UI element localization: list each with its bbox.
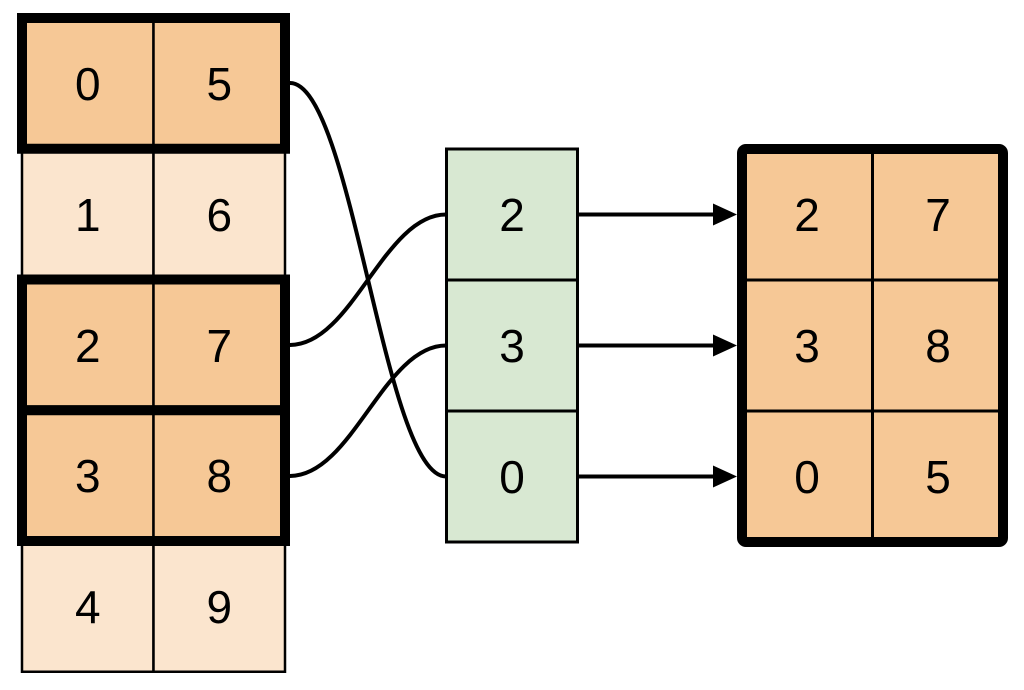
source-cell-value: 1 [75,189,101,241]
mapping-curve-row3 [288,343,448,478]
index-cell-value: 2 [499,189,525,241]
arrow-head-icon [713,465,737,488]
source-cell-value: 6 [206,189,232,241]
result-cell-value: 3 [794,320,820,372]
mapping-curves [288,81,448,479]
arrow-head-icon [713,334,737,357]
result-cell-value: 5 [925,451,951,503]
source-cell [152,539,287,673]
source-cell-value: 5 [206,58,232,110]
source-cell-value: 3 [75,450,101,502]
result-table: 2 7 3 8 0 5 [737,144,1008,547]
arrow-head-icon [713,203,737,226]
arrow-1 [578,334,737,357]
result-cell-value: 7 [925,189,951,241]
source-row-highlight-border [17,13,290,154]
index-cell [445,278,579,413]
source-cell-value: 4 [75,581,101,633]
result-cell-value: 0 [794,451,820,503]
index-arrows [578,203,737,488]
source-cell-value: 7 [206,320,232,372]
source-cell [152,16,287,150]
source-row-highlight-border [17,405,290,546]
source-cell-value: 9 [206,581,232,633]
arrow-0 [578,203,737,226]
result-cell [740,409,874,544]
source-cell [20,147,155,281]
source-row-2-highlighted: 2 7 [17,274,290,416]
index-cell [445,409,579,544]
result-table-border [737,144,1008,547]
source-table: 1 6 4 9 0 5 2 7 [17,13,290,673]
index-cell-value: 0 [499,451,525,503]
source-cell-value: 8 [206,450,232,502]
result-cell [871,278,1005,413]
result-cell [740,278,874,413]
source-row-4: 4 9 [20,539,287,673]
source-cell [152,278,287,412]
arrow-2 [578,465,737,488]
result-cell-value: 2 [794,189,820,241]
result-cell [871,147,1005,282]
result-cell-value: 8 [925,320,951,372]
source-row-0-highlighted: 0 5 [17,13,290,154]
mapping-curve-row2 [288,212,448,347]
index-cell [445,147,579,282]
source-row-3-highlighted: 3 8 [17,405,290,546]
source-cell-value: 0 [75,58,101,110]
result-cell [871,409,1005,544]
source-cell [152,147,287,281]
index-column: 2 3 0 [445,147,579,544]
source-cell-value: 2 [75,320,101,372]
index-cell-value: 3 [499,320,525,372]
source-row-1: 1 6 [20,147,287,281]
